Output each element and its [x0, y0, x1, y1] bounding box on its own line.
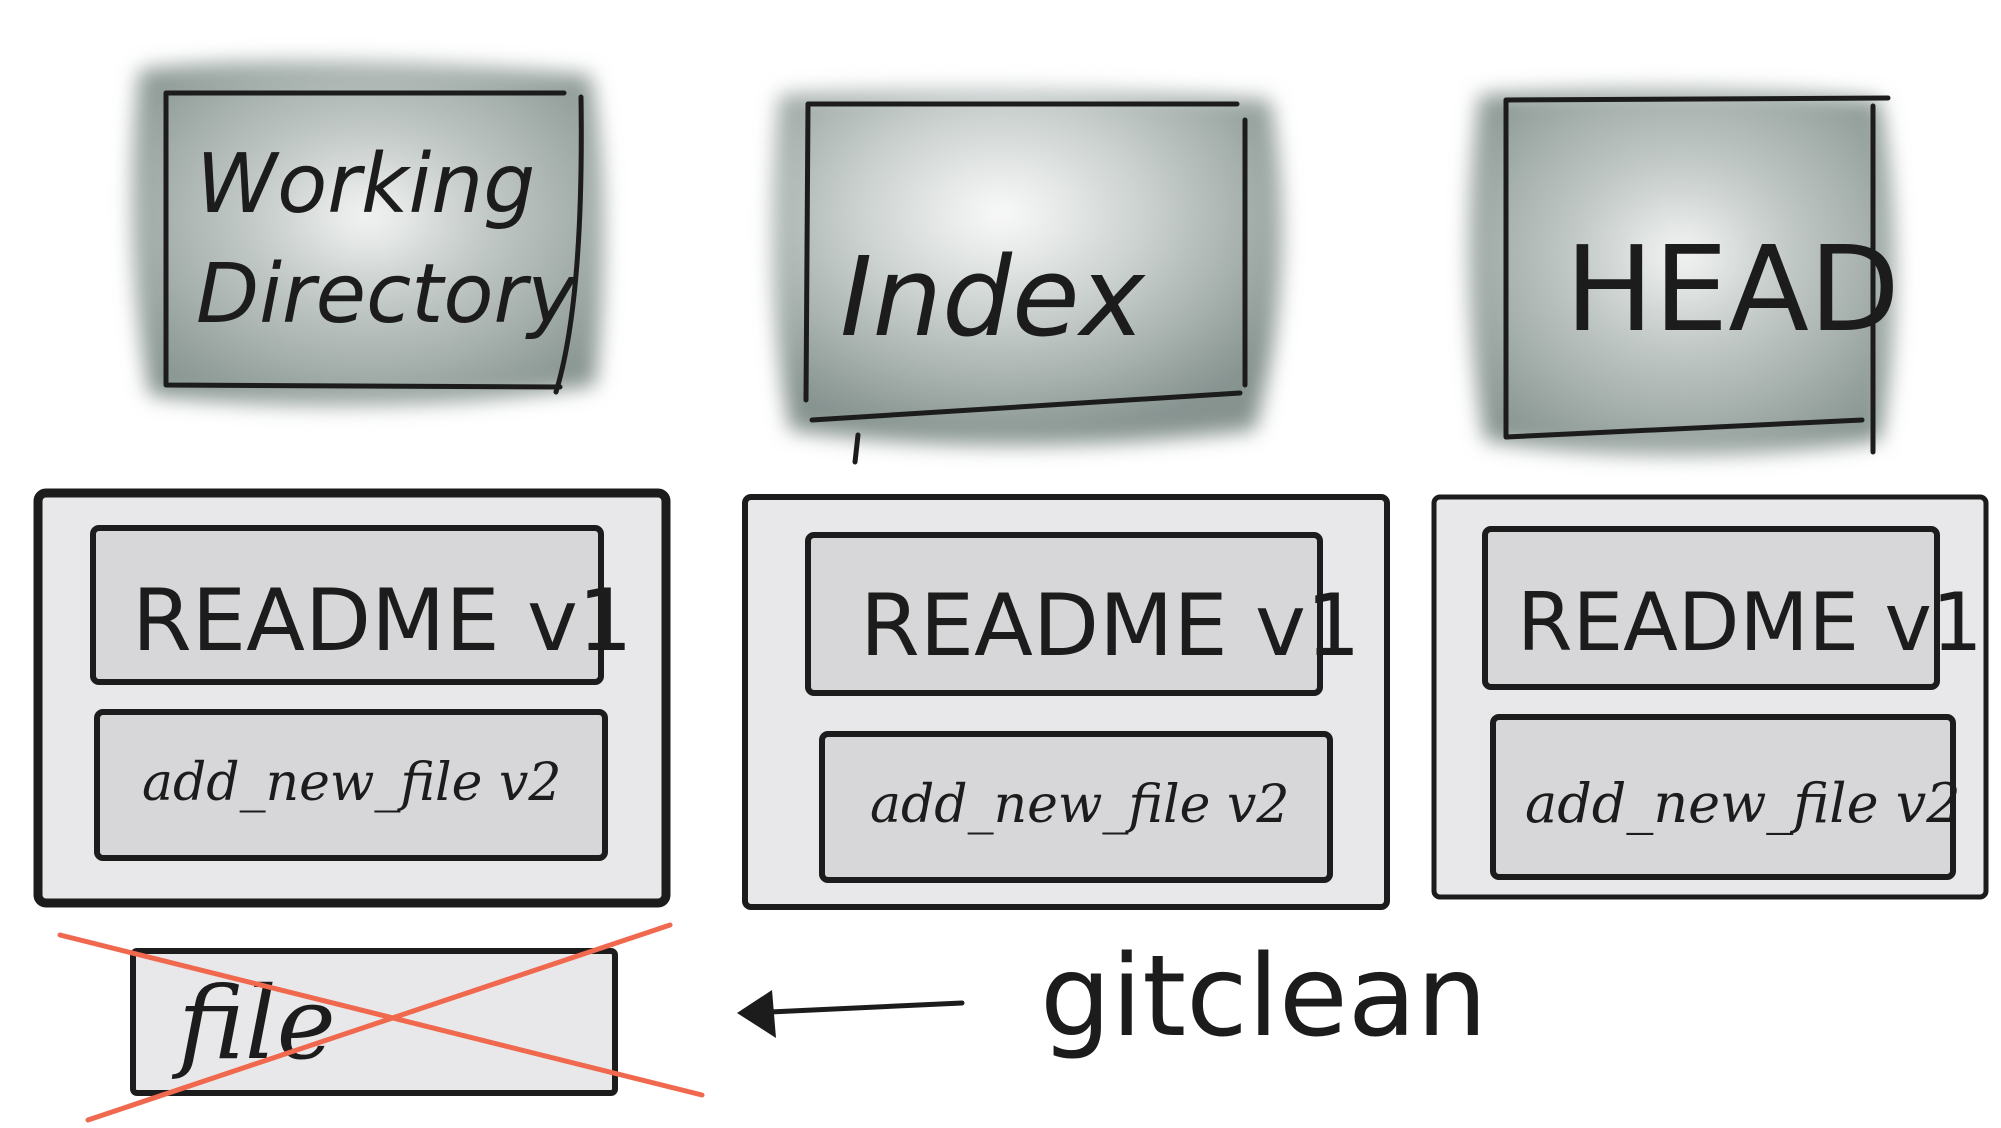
file-card: add_new_file v2 [819, 731, 1333, 883]
working-directory-wash [132, 61, 604, 406]
file-card: README v1 [90, 525, 633, 685]
working-directory-title-line-2: Directory [196, 247, 577, 342]
working-directory-header: Working Directory [132, 61, 604, 406]
head-frame [1503, 95, 1891, 455]
index-title: Index [840, 233, 1147, 361]
working-directory-title-line-1: Working [196, 137, 535, 232]
index-header: Index [772, 88, 1282, 465]
file-card-label: add_new_file v2 [142, 753, 561, 813]
file-card-label: README v1 [1517, 576, 1983, 669]
command-label: gitclean [1040, 932, 1487, 1062]
file-card: add_new_file v2 [94, 709, 608, 861]
head-title: HEAD [1565, 220, 1900, 358]
file-card-label: add_new_file v2 [870, 775, 1289, 835]
head-header: HEAD [1468, 88, 1900, 456]
file-card-label: README v1 [860, 576, 1361, 676]
file-card: add_new_file v2 [1490, 714, 1961, 880]
file-card-label: README v1 [132, 571, 633, 671]
index-panel: README v1 add_new_file v2 [742, 494, 1390, 910]
head-wash [1468, 88, 1895, 456]
working-directory-frame [163, 90, 584, 395]
index-frame [803, 101, 1248, 465]
file-card: README v1 [1482, 526, 1983, 690]
index-wash [772, 88, 1282, 446]
arrow [737, 990, 965, 1038]
cross-out-mark [57, 922, 705, 1123]
arrow-shaft [767, 1000, 965, 1015]
working-directory-panel: README v1 add_new_file v2 [33, 488, 671, 908]
file-card: README v1 [805, 532, 1361, 696]
head-panel: README v1 add_new_file v2 [1431, 494, 1989, 900]
arrow-head [737, 990, 776, 1038]
file-card-label: add_new_file v2 [1525, 772, 1961, 835]
removed-file: file [57, 922, 705, 1123]
